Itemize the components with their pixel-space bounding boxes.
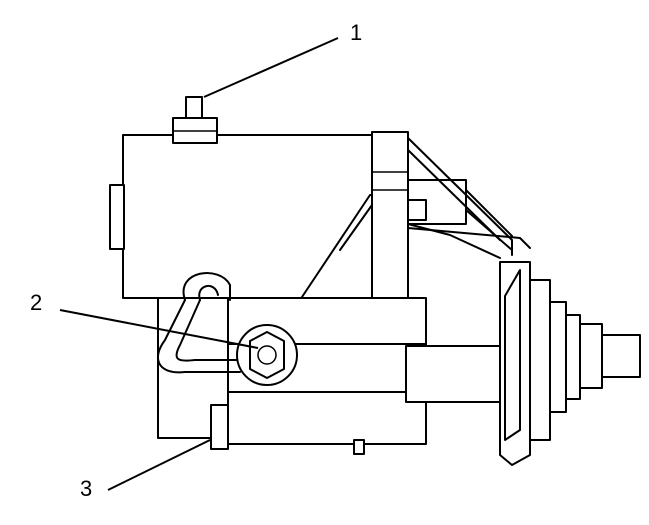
callout-3: 3 (80, 476, 92, 501)
hex-nut (236, 324, 298, 386)
callout-1: 1 (350, 20, 362, 45)
leader-line-2 (59, 309, 259, 349)
drive-end-bracket (299, 131, 531, 301)
drive-housing (405, 261, 641, 466)
leader-line-3 (107, 439, 211, 491)
callout-2: 2 (30, 290, 42, 315)
leader-line-1 (203, 37, 339, 98)
cable-loop (156, 272, 241, 374)
motor-housing (157, 297, 427, 455)
solenoid (109, 134, 374, 299)
terminal-stud (172, 96, 218, 144)
